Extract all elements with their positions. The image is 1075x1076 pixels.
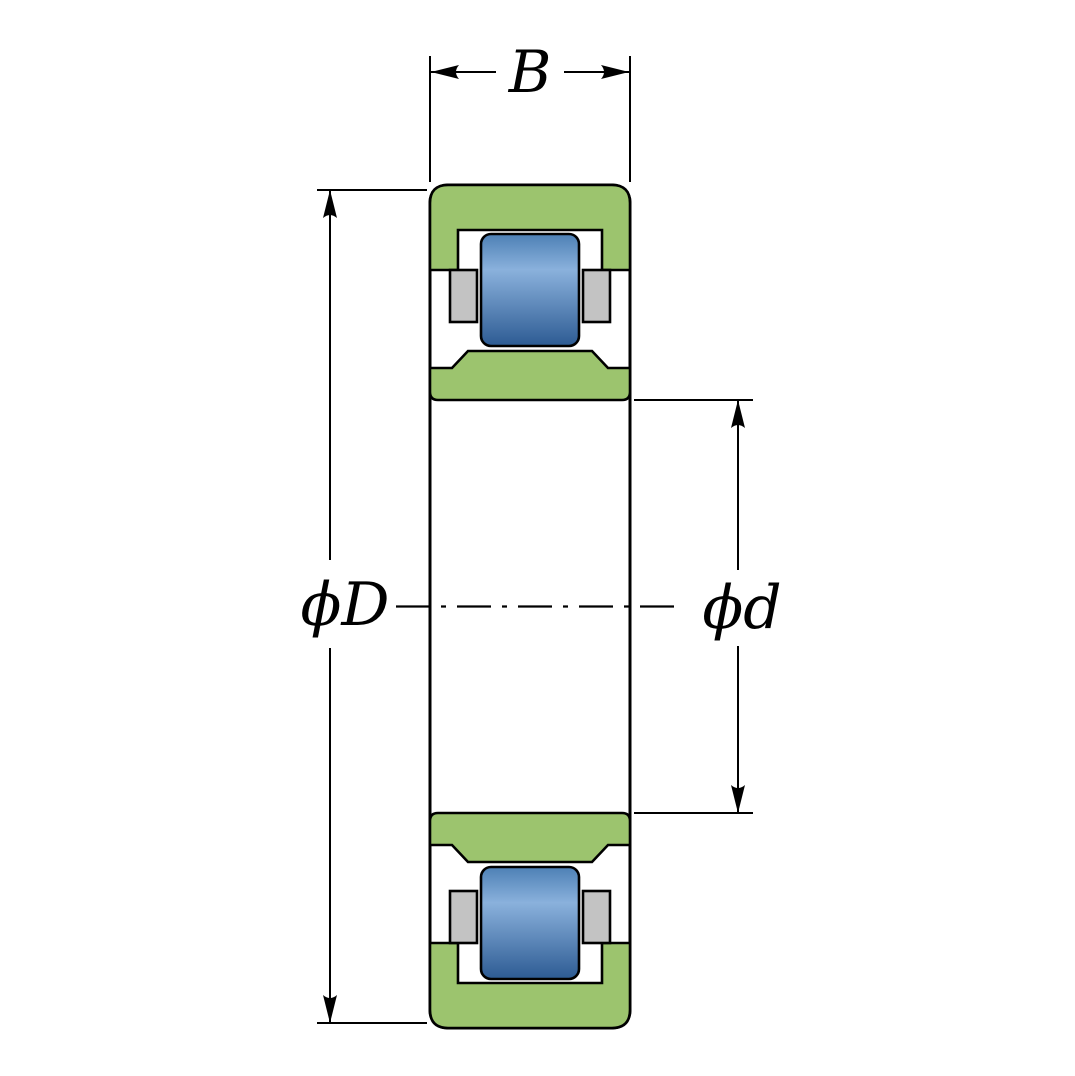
arrow-left-icon <box>431 65 459 79</box>
label-width-b: B <box>508 38 552 106</box>
arrow-down-icon <box>731 785 745 813</box>
arrow-up-icon <box>731 400 745 428</box>
label-inner-diameter: ϕd <box>702 573 781 643</box>
roller-top <box>479 232 581 348</box>
outer-ring-top <box>428 183 632 272</box>
roller-bottom <box>479 865 581 981</box>
outer-ring-bottom <box>428 941 632 1030</box>
cage-bottom-right <box>581 889 612 945</box>
inner-ring-top <box>428 349 632 402</box>
cage-top-right <box>581 268 612 324</box>
dimension-width-b: B <box>429 38 631 182</box>
label-outer-diameter: ϕD <box>300 570 389 640</box>
arrow-right-icon <box>601 65 629 79</box>
dimension-inner-diameter: ϕd <box>634 399 782 814</box>
cage-top-left <box>448 268 479 324</box>
dimension-outer-diameter: ϕD <box>300 189 427 1024</box>
arrow-up-icon <box>323 190 337 218</box>
cage-bottom-left <box>448 889 479 945</box>
bearing-top-section <box>428 183 632 402</box>
bearing-bottom-section <box>428 811 632 1030</box>
inner-ring-bottom <box>428 811 632 864</box>
arrow-down-icon <box>323 995 337 1023</box>
